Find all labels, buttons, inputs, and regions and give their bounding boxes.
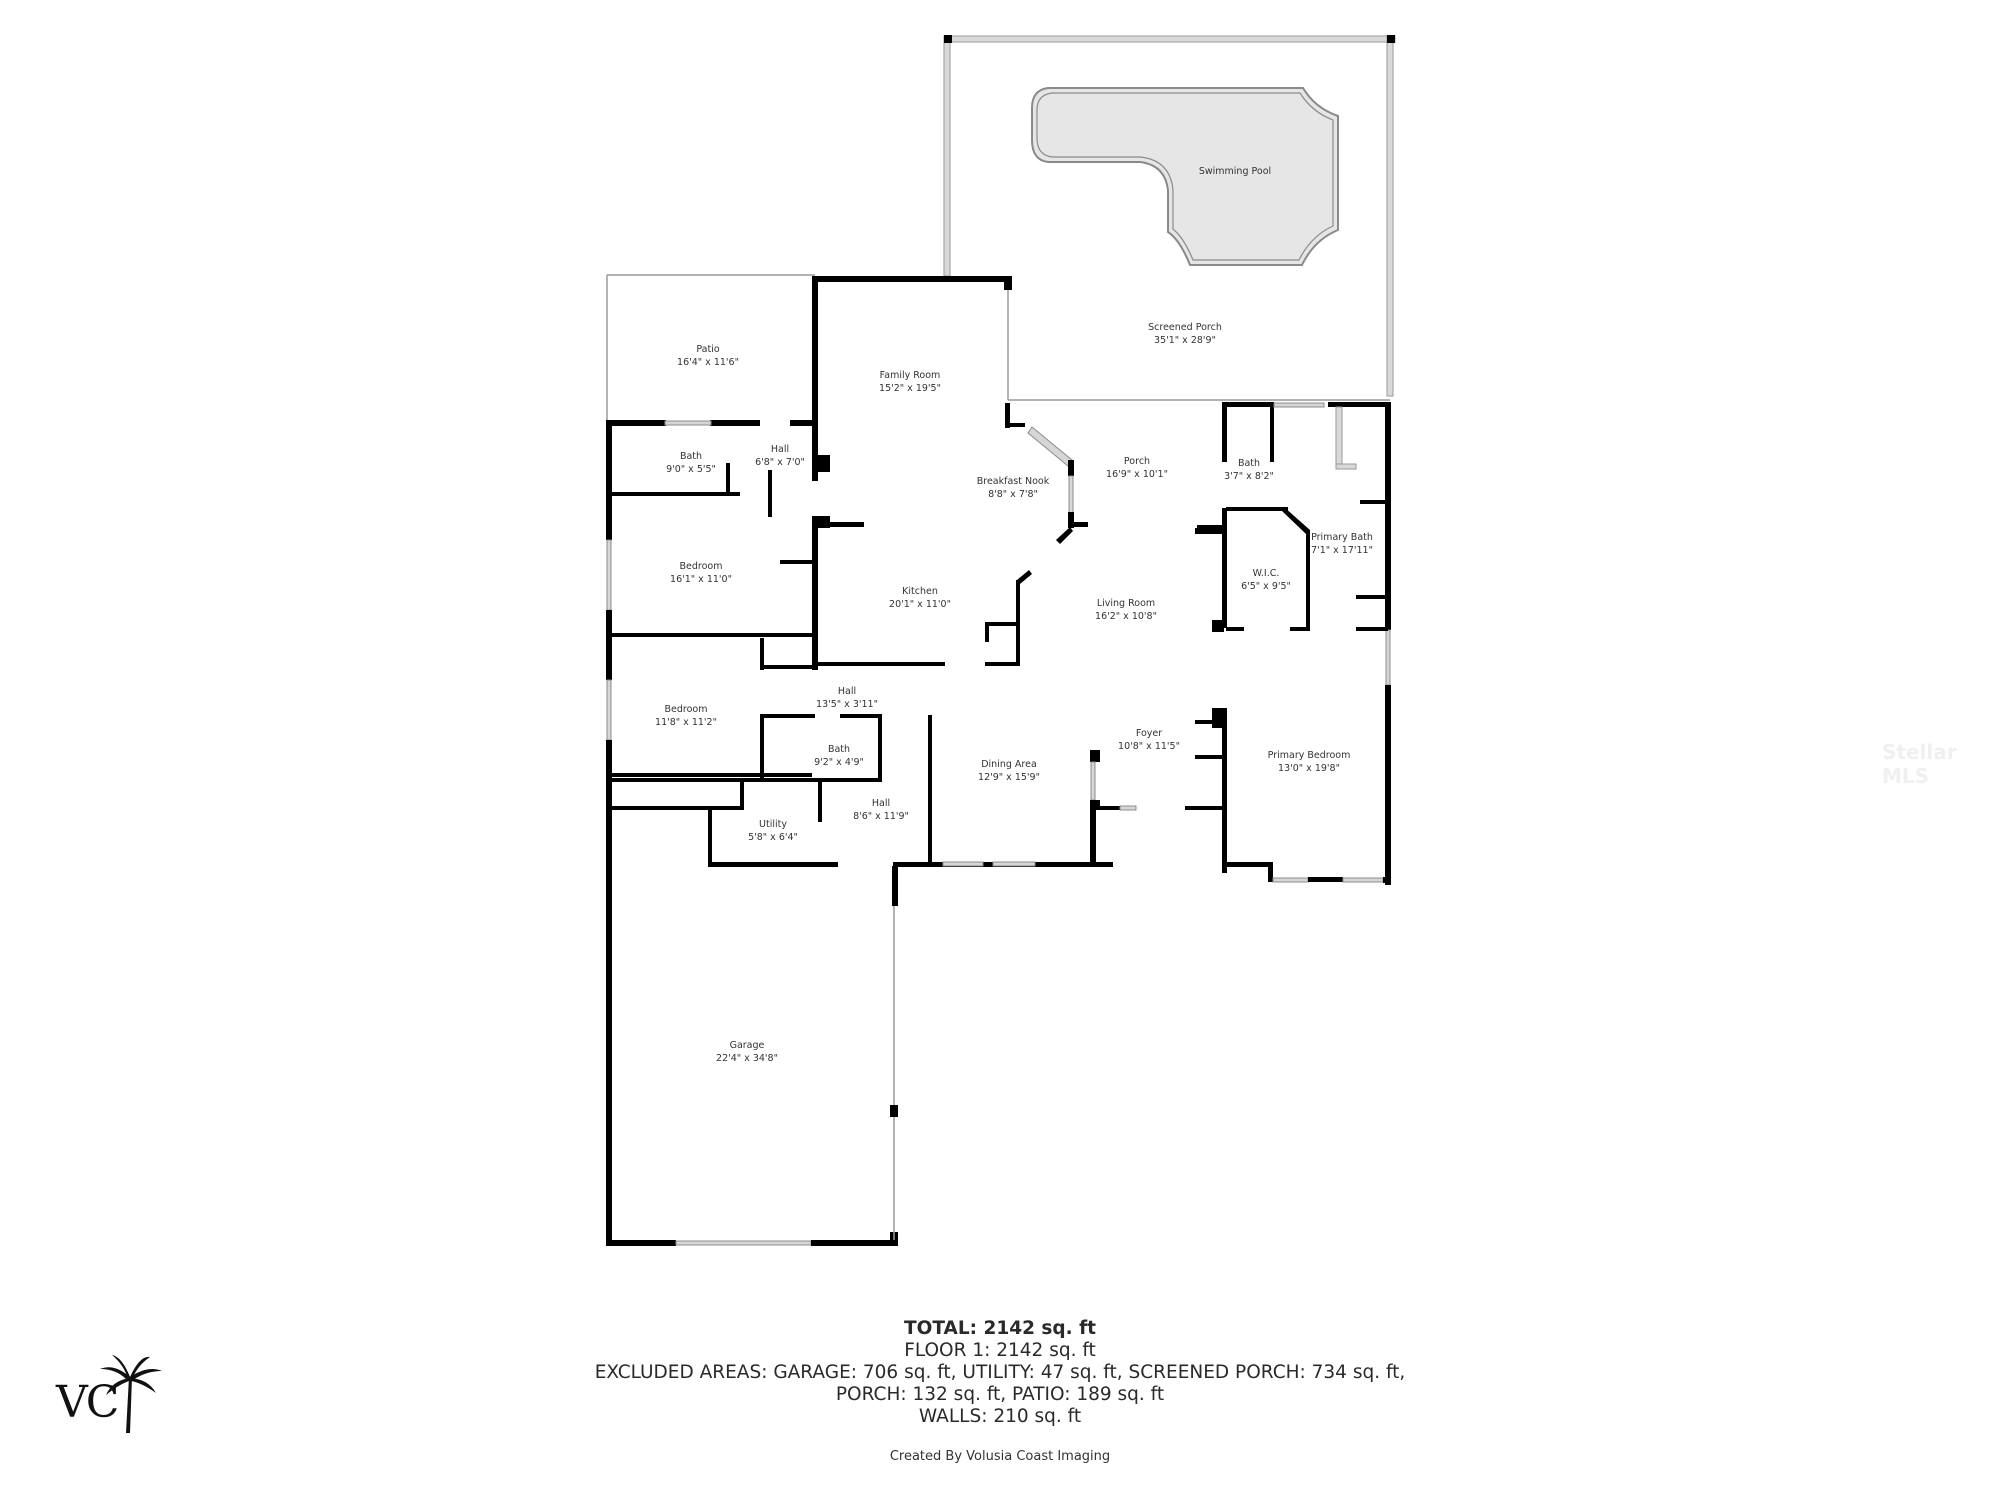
room-label-utility: Utility bbox=[759, 819, 787, 830]
logo-text: VC bbox=[56, 1377, 119, 1428]
room-dim-bath-2: 3'7" x 8'2" bbox=[1224, 471, 1274, 482]
room-dim-living-room: 16'2" x 10'8" bbox=[1095, 611, 1157, 622]
room-dim-bedroom-2: 11'8" x 11'2" bbox=[655, 717, 717, 728]
room-dim-bath-1: 9'0" x 5'5" bbox=[666, 464, 716, 475]
room-dim-porch: 16'9" x 10'1" bbox=[1106, 469, 1168, 480]
room-label-living-room: Living Room bbox=[1097, 598, 1155, 609]
room-label-primary-bath: Primary Bath bbox=[1311, 532, 1373, 543]
vci-logo: VC bbox=[56, 1355, 166, 1435]
room-dim-breakfast-nook: 8'8" x 7'8" bbox=[988, 489, 1038, 500]
stellar-mls-watermark: Stellar MLS bbox=[1882, 740, 1957, 788]
room-dim-wic: 6'5" x 9'5" bbox=[1241, 581, 1291, 592]
room-label-hall-2: Hall bbox=[838, 686, 856, 697]
room-dim-bath-3: 9'2" x 4'9" bbox=[814, 757, 864, 768]
excluded-areas-line-1: EXCLUDED AREAS: GARAGE: 706 sq. ft, UTIL… bbox=[594, 1362, 1406, 1383]
room-labels: Swimming Pool Screened Porch 35'1" x 28'… bbox=[655, 166, 1373, 1064]
patio-outline bbox=[606, 274, 1390, 420]
palm-tree-icon bbox=[100, 1355, 162, 1433]
credit-line: Created By Volusia Coast Imaging bbox=[889, 1449, 1111, 1464]
area-summary: TOTAL: 2142 sq. ft FLOOR 1: 2142 sq. ft … bbox=[0, 1318, 2000, 1428]
room-dim-primary-bath: 7'1" x 17'11" bbox=[1311, 545, 1373, 556]
room-dim-patio: 16'4" x 11'6" bbox=[677, 357, 739, 368]
room-dim-hall-2: 13'5" x 3'11" bbox=[816, 699, 878, 710]
room-dim-hall-1: 6'8" x 7'0" bbox=[755, 457, 805, 468]
room-label-hall-3: Hall bbox=[872, 798, 890, 809]
room-label-kitchen: Kitchen bbox=[902, 586, 938, 597]
room-dim-garage: 22'4" x 34'8" bbox=[716, 1053, 778, 1064]
room-label-garage: Garage bbox=[730, 1040, 765, 1051]
exterior-walls bbox=[606, 276, 1391, 1246]
walls-area: WALLS: 210 sq. ft bbox=[918, 1406, 1082, 1427]
room-label-porch: Porch bbox=[1124, 456, 1150, 467]
room-dim-utility: 5'8" x 6'4" bbox=[748, 832, 798, 843]
room-dim-bedroom-1: 16'1" x 11'0" bbox=[670, 574, 732, 585]
swimming-pool-shape bbox=[1031, 87, 1339, 266]
room-label-swimming-pool: Swimming Pool bbox=[1199, 166, 1271, 177]
room-label-family-room: Family Room bbox=[880, 370, 941, 381]
room-dim-hall-3: 8'6" x 11'9" bbox=[853, 811, 909, 822]
room-label-breakfast-nook: Breakfast Nook bbox=[977, 476, 1050, 487]
room-dim-foyer: 10'8" x 11'5" bbox=[1118, 741, 1180, 752]
room-label-bath-1: Bath bbox=[680, 451, 702, 462]
screened-porch-enclosure bbox=[943, 35, 1396, 397]
room-label-foyer: Foyer bbox=[1136, 728, 1162, 739]
room-label-bedroom-1: Bedroom bbox=[680, 561, 723, 572]
room-label-wic: W.I.C. bbox=[1253, 568, 1280, 579]
total-area: TOTAL: 2142 sq. ft bbox=[903, 1318, 1097, 1339]
room-label-patio: Patio bbox=[696, 344, 719, 355]
room-dim-dining-area: 12'9" x 15'9" bbox=[978, 772, 1040, 783]
room-label-primary-bedroom: Primary Bedroom bbox=[1268, 750, 1351, 761]
excluded-areas-line-2: PORCH: 132 sq. ft, PATIO: 189 sq. ft bbox=[835, 1384, 1165, 1405]
room-label-bath-3: Bath bbox=[828, 744, 850, 755]
room-dim-primary-bedroom: 13'0" x 19'8" bbox=[1278, 763, 1340, 774]
room-dim-screened-porch: 35'1" x 28'9" bbox=[1154, 335, 1216, 346]
floor-1-area: FLOOR 1: 2142 sq. ft bbox=[904, 1340, 1096, 1361]
room-label-bath-2: Bath bbox=[1238, 458, 1260, 469]
room-label-bedroom-2: Bedroom bbox=[665, 704, 708, 715]
room-dim-family-room: 15'2" x 19'5" bbox=[879, 383, 941, 394]
room-label-hall-1: Hall bbox=[771, 444, 789, 455]
room-label-dining-area: Dining Area bbox=[981, 759, 1037, 770]
room-label-screened-porch: Screened Porch bbox=[1148, 322, 1222, 333]
room-dim-kitchen: 20'1" x 11'0" bbox=[889, 599, 951, 610]
